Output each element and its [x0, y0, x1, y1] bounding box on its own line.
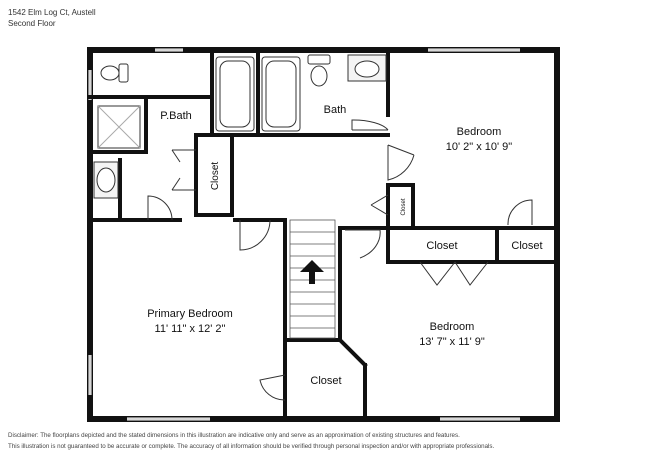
bedroom-ne-dims: 10' 2" x 10' 9" — [446, 141, 513, 153]
exterior-walls — [87, 47, 560, 422]
disclaimer-line-1: Disclaimer: The floorplans depicted and … — [8, 432, 460, 439]
closet-south-label: Closet — [310, 375, 341, 387]
fixtures — [93, 54, 387, 199]
stairs-up-arrow-icon — [300, 260, 324, 284]
bath-label: Bath — [324, 104, 347, 116]
closet-small-label: Closet — [401, 198, 407, 215]
windows — [88, 48, 520, 421]
pbath-label: P.Bath — [160, 110, 192, 122]
bedroom-ne-label: Bedroom — [457, 126, 502, 138]
primary-bedroom-dims: 11' 11" x 12' 2" — [155, 323, 226, 335]
interior-walls — [88, 52, 559, 421]
doors — [147, 119, 533, 401]
closet-ne2-label: Closet — [511, 240, 542, 252]
floor-label: Second Floor — [8, 19, 56, 28]
window-lines — [89, 49, 520, 420]
disclaimer-line-2: This illustration is not guaranteed to b… — [8, 443, 495, 450]
primary-bedroom-label: Primary Bedroom — [147, 308, 233, 320]
closet-ne1-label: Closet — [426, 240, 457, 252]
closet-pbath-label: Closet — [210, 162, 221, 191]
bedroom-se-label: Bedroom — [430, 321, 475, 333]
property-address: 1542 Elm Log Ct, Austell — [8, 8, 96, 17]
bedroom-se-dims: 13' 7" x 11' 9" — [419, 336, 485, 348]
